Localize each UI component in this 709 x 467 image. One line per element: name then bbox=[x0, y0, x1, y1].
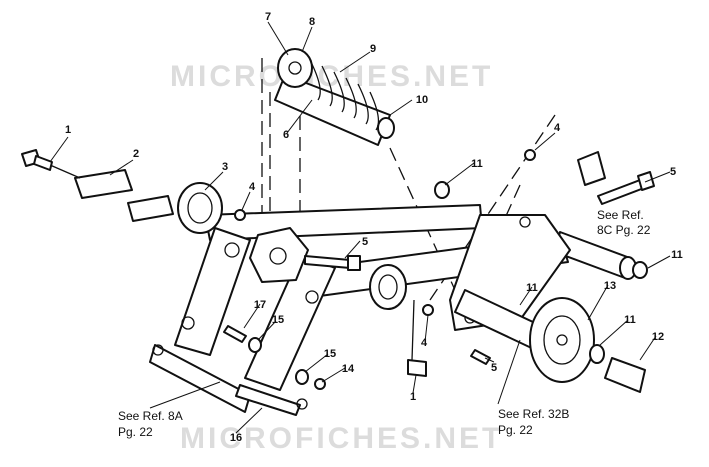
callout-12: 12 bbox=[652, 331, 664, 343]
callout-2: 2 bbox=[133, 148, 139, 160]
callout-16: 16 bbox=[230, 432, 242, 444]
bolt-right-upper bbox=[597, 171, 655, 205]
callout-8: 8 bbox=[309, 16, 315, 28]
idler-wheel bbox=[454, 289, 646, 393]
callout-4-lower: 4 bbox=[421, 337, 428, 349]
callout-11-lower: 11 bbox=[624, 314, 636, 326]
watermark-bottom: MICROFICHES.NET bbox=[180, 422, 503, 455]
bolt-lower-right bbox=[470, 349, 491, 365]
front-rod bbox=[49, 164, 174, 222]
leader-lines bbox=[49, 21, 671, 434]
ref-8c-line1: See Ref. bbox=[597, 208, 644, 222]
callout-14: 14 bbox=[342, 363, 355, 375]
callout-4: 4 bbox=[249, 181, 256, 193]
callout-5-lower: 5 bbox=[491, 362, 497, 374]
callout-11-center: 11 bbox=[526, 282, 538, 294]
rear-end-cap bbox=[577, 151, 606, 186]
mounting-plate bbox=[249, 227, 309, 283]
callout-5: 5 bbox=[362, 236, 368, 248]
washers-nuts bbox=[234, 149, 648, 390]
callout-9: 9 bbox=[370, 43, 376, 55]
callout-1-lower: 1 bbox=[410, 391, 416, 403]
ref-8c-line2: 8C Pg. 22 bbox=[597, 223, 651, 237]
reference-notes: See Ref. 8C Pg. 22 See Ref. 8A Pg. 22 Se… bbox=[118, 208, 651, 439]
callout-15: 15 bbox=[272, 314, 284, 326]
ref-32b-line1: See Ref. 32B bbox=[498, 407, 569, 421]
callout-11: 11 bbox=[471, 158, 483, 170]
callout-10: 10 bbox=[416, 94, 428, 106]
callout-4-right: 4 bbox=[554, 122, 561, 134]
ref-32b-line2: Pg. 22 bbox=[498, 423, 533, 437]
bolt-lower-center bbox=[407, 299, 427, 377]
callout-3: 3 bbox=[222, 161, 228, 173]
callout-13: 13 bbox=[604, 280, 616, 292]
callout-5-right: 5 bbox=[670, 166, 676, 178]
left-rocker-arm bbox=[149, 227, 251, 413]
bolt-left bbox=[21, 149, 53, 171]
bolt-lower-left bbox=[223, 325, 247, 343]
callout-7: 7 bbox=[265, 11, 271, 23]
watermark-top: MICROFICHES.NET bbox=[170, 60, 493, 93]
callout-17: 17 bbox=[254, 299, 266, 311]
callout-15-lower: 15 bbox=[324, 348, 336, 360]
ref-8a-line2: Pg. 22 bbox=[118, 425, 153, 439]
bolt-center bbox=[304, 255, 361, 271]
callout-labels: 1 1 2 3 4 4 4 5 5 5 6 7 8 9 10 11 11 11 … bbox=[65, 11, 683, 444]
ref-8a-line1: See Ref. 8A bbox=[118, 409, 183, 423]
shock-absorber bbox=[274, 48, 395, 146]
callout-6: 6 bbox=[283, 129, 289, 141]
callout-11-right: 11 bbox=[671, 249, 683, 261]
callout-1: 1 bbox=[65, 124, 71, 136]
